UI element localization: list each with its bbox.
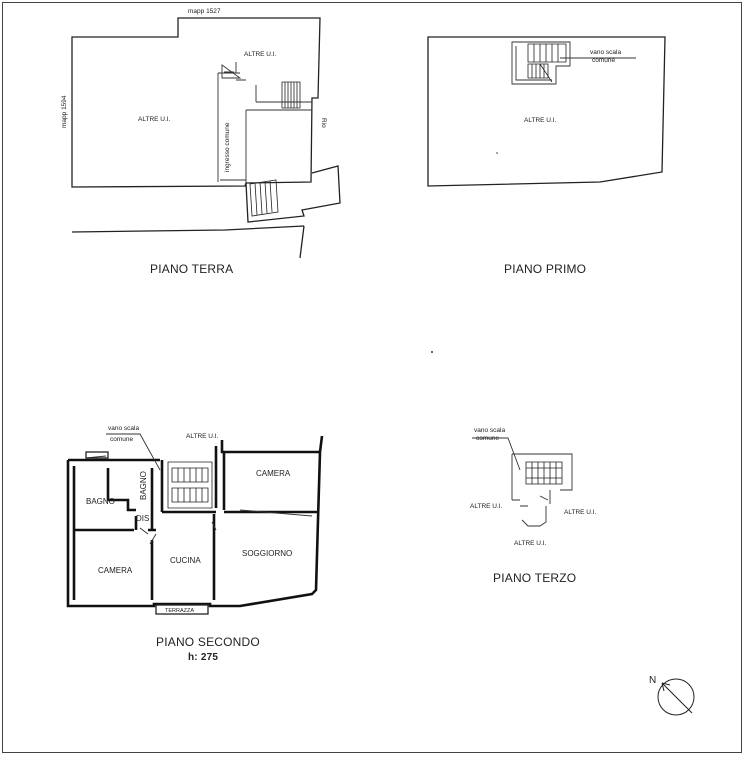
primo-outline [427,36,666,187]
plan-piano-primo: vano scala comune ALTRE U.I. PIANO PRIMO [427,36,666,276]
terzo-stair [525,461,563,485]
terzo-comune: comune [476,435,500,442]
sheet-border [2,2,742,753]
terra-mapp-left: mapp 1594 [61,95,68,128]
secondo-bagno-1: BAGNO [86,497,115,506]
compass-circle-icon [657,678,695,716]
terra-ingresso: ingresso comune [224,122,231,172]
terra-inner-stair [281,81,301,109]
terzo-title: PIANO TERZO [493,571,576,585]
secondo-comune: comune [110,436,134,443]
secondo-cucina: CUCINA [170,556,201,565]
terra-street-line [71,225,305,259]
secondo-dis: DIS [136,514,149,523]
terzo-altre-right: ALTRE U.I. [564,509,597,516]
secondo-title: PIANO SECONDO [156,635,260,649]
terra-outline [71,17,321,188]
secondo-vano-scala: vano scala [108,425,139,432]
secondo-inner-walls [72,446,318,600]
secondo-height: h: 275 [188,652,218,663]
terzo-vano-scala: vano scala [474,427,505,434]
secondo-camera-top: CAMERA [256,469,291,478]
primo-stair [527,43,567,83]
secondo-outline [66,435,324,608]
compass-arrow-icon [661,682,693,714]
terra-title: PIANO TERRA [150,262,233,276]
secondo-soggiorno-partition [239,509,313,517]
terra-inner-walls [217,62,312,183]
primo-stair-enclosure [511,41,571,85]
secondo-doors [85,455,217,545]
terra-rio: Rio [320,118,327,128]
north-compass: N [649,675,695,716]
primo-title: PIANO PRIMO [504,262,586,276]
compass-north-label: N [649,675,656,686]
terra-outdoor-passage [245,165,341,223]
terra-vent-symbol [221,64,242,79]
plan-piano-secondo: vano scala comune ALTRE U.I. CAMERA BAGN… [66,425,324,663]
terzo-altre-left: ALTRE U.I. [470,503,503,510]
plan-piano-terra: mapp 1527 mapp 1594 ALTRE U.I. ALTRE U.I… [61,8,341,276]
secondo-vano-leader [106,433,161,471]
primo-vano-scala: vano scala [590,49,621,56]
primo-comune: comune [592,57,616,64]
terra-outdoor-stair [249,179,279,217]
secondo-terrazza-box [155,604,209,615]
secondo-camera-bottom: CAMERA [98,566,133,575]
terzo-altre-bottom: ALTRE U.I. [514,540,547,547]
terzo-enclosure [511,453,573,501]
primo-altre: ALTRE U.I. [524,117,557,124]
stray-dot [431,351,433,353]
secondo-bagno-2: BAGNO [139,471,148,500]
terra-mapp-top: mapp 1527 [188,8,221,15]
secondo-soggiorno: SOGGIORNO [242,549,292,558]
secondo-window-symbol [85,451,109,459]
secondo-altre: ALTRE U.I. [186,433,219,440]
terra-altre-main: ALTRE U.I. [138,116,171,123]
terzo-vano-leader [472,437,521,471]
terzo-lower-walls [520,490,551,527]
terra-altre-top: ALTRE U.I. [244,51,277,58]
secondo-stair [167,461,213,509]
plan-piano-terzo: vano scala comune ALTRE U.I. ALTRE U.I. … [470,427,597,585]
stray-dot [496,152,498,154]
secondo-terrazza: TERRAZZA [165,608,194,614]
